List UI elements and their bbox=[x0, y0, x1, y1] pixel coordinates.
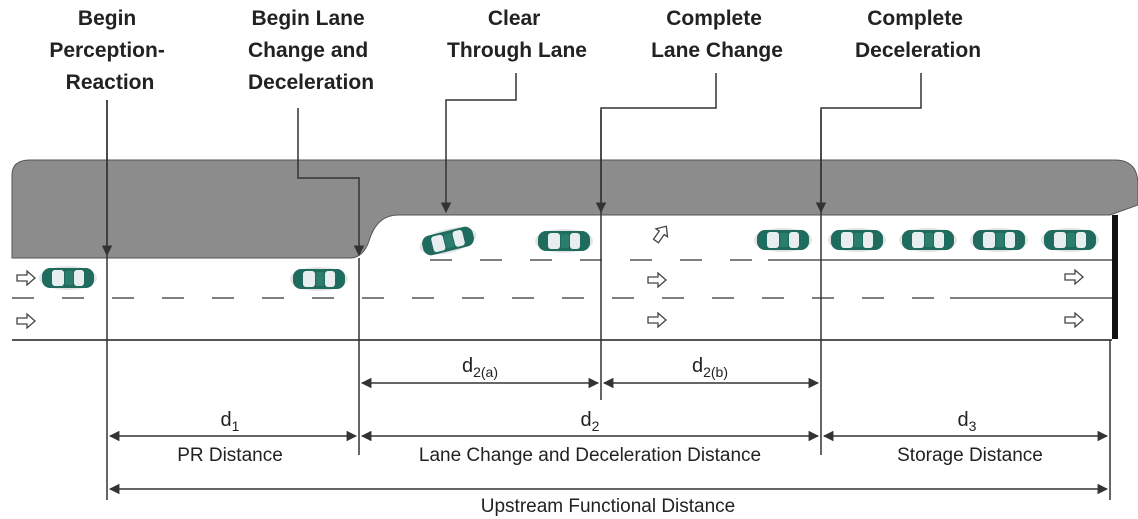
label-d2: d2 bbox=[581, 409, 600, 434]
leader-5 bbox=[815, 73, 922, 214]
car-icon bbox=[1041, 228, 1099, 252]
car-icon bbox=[290, 267, 348, 291]
stop-bar bbox=[1112, 215, 1118, 339]
label-d1: d1 bbox=[221, 409, 240, 434]
car-icon bbox=[828, 228, 886, 252]
label-d3: d3 bbox=[958, 409, 977, 434]
label-lane-change-distance: Lane Change and Deceleration Distance bbox=[419, 445, 761, 466]
right-arrow-icon bbox=[16, 269, 36, 287]
car-icon bbox=[970, 228, 1028, 252]
car-icon bbox=[416, 222, 480, 260]
leader-2 bbox=[297, 108, 365, 257]
label-upstream-functional-distance: Upstream Functional Distance bbox=[481, 496, 736, 517]
label-d2a: d2(a) bbox=[462, 355, 498, 380]
header-complete-deceleration: Complete Deceleration bbox=[855, 7, 981, 62]
label-d2b: d2(b) bbox=[692, 355, 728, 380]
right-arrow-icon bbox=[647, 271, 667, 289]
right-arrow-icon bbox=[1064, 311, 1084, 329]
header-clear-through-lane: Clear Through Lane bbox=[447, 7, 587, 62]
label-storage-distance: Storage Distance bbox=[897, 445, 1043, 466]
right-arrow-icon bbox=[647, 311, 667, 329]
right-arrow-icon bbox=[16, 312, 36, 330]
car-icon bbox=[39, 266, 97, 290]
header-complete-lane-change: Complete Lane Change bbox=[651, 7, 783, 62]
turn-arrow-icon bbox=[652, 225, 669, 244]
header-begin-lane-change: Begin Lane Change and Deceleration bbox=[248, 7, 374, 94]
leader-3 bbox=[440, 73, 517, 214]
leader-4 bbox=[595, 73, 717, 214]
car-icon bbox=[754, 228, 812, 252]
car-icon bbox=[899, 228, 957, 252]
right-arrow-icon bbox=[1064, 268, 1084, 286]
label-pr-distance: PR Distance bbox=[177, 445, 283, 466]
median bbox=[11, 159, 1138, 259]
header-begin-perception: Begin Perception- Reaction bbox=[49, 7, 170, 94]
car-icon bbox=[535, 229, 593, 253]
